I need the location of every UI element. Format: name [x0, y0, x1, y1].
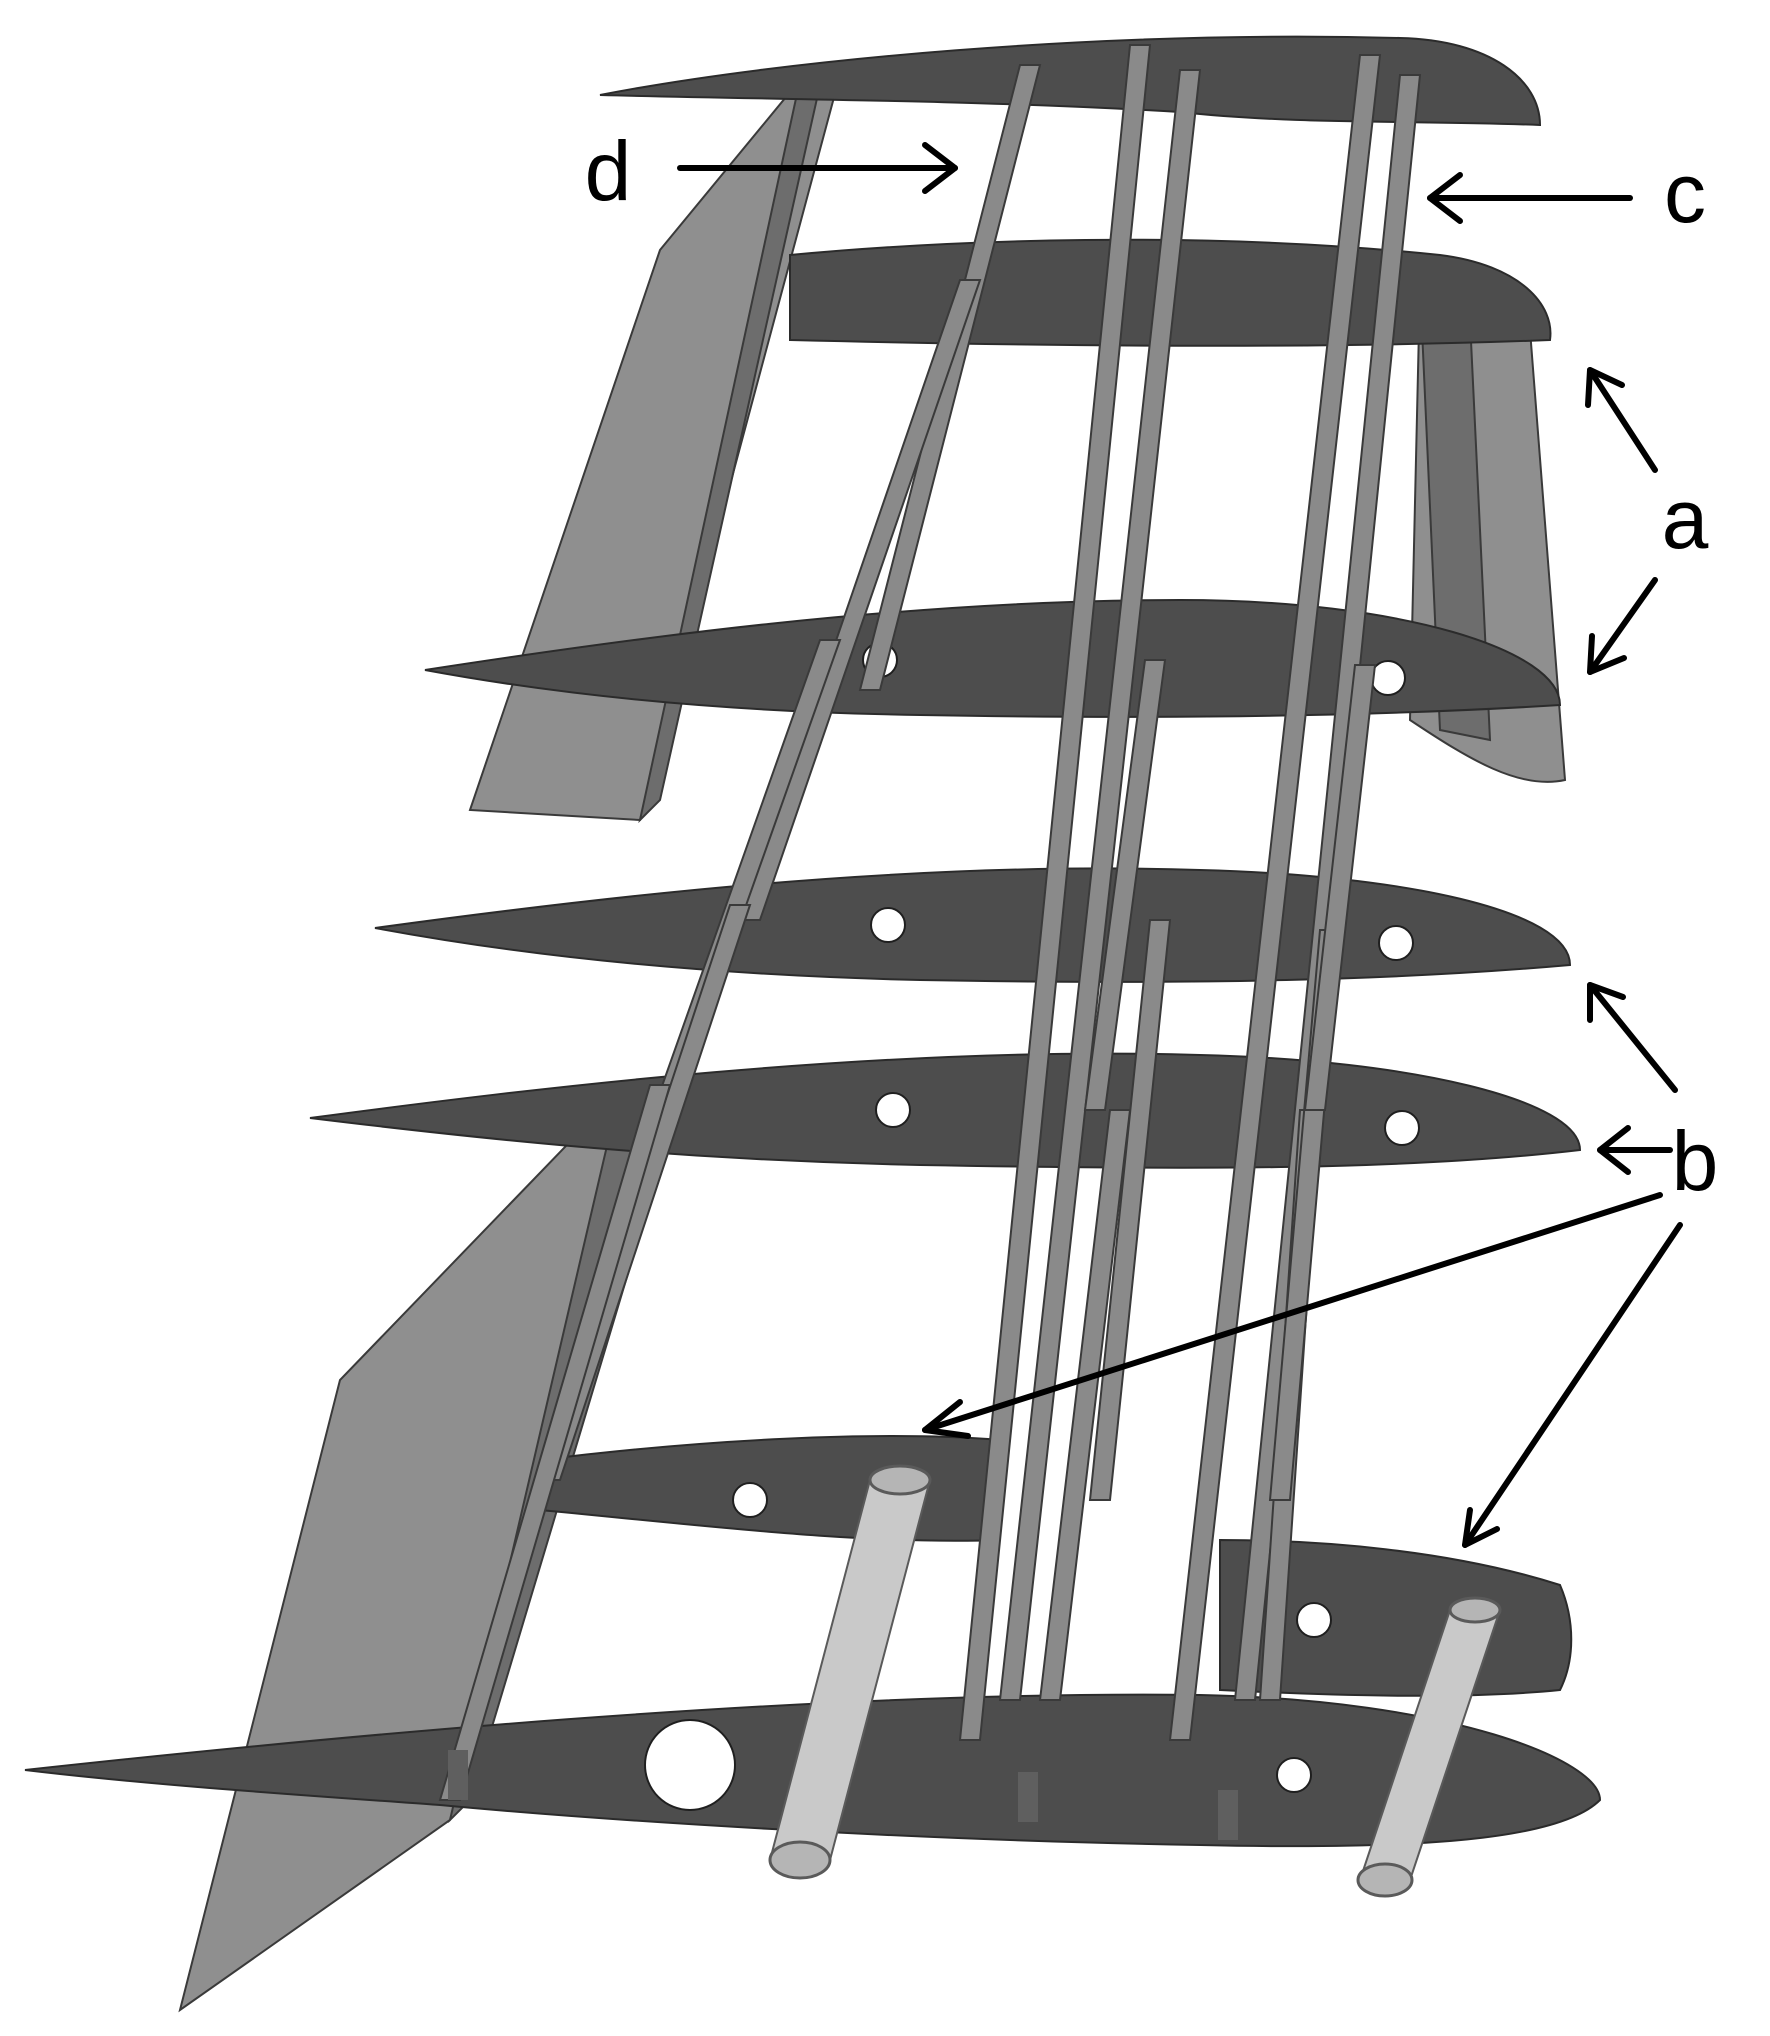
arrow-b2-head [1597, 1125, 1631, 1175]
hole-4b [1378, 925, 1414, 961]
rib-1-top [599, 35, 1542, 127]
callout-label-b: b [1672, 1114, 1719, 1208]
stringer-1 [958, 44, 1152, 1741]
arrow-a-upper-head [1585, 367, 1625, 408]
arrow-b3-line [922, 1192, 1663, 1433]
arrow-b1-line [1587, 982, 1678, 1093]
stringer-14 [1083, 659, 1167, 1111]
arrow-c-head [1427, 172, 1463, 224]
rod-right [1356, 1596, 1502, 1898]
root-notches [448, 1750, 1238, 1840]
callout-labels: d c a b [585, 124, 1719, 1208]
stringer-15 [1303, 664, 1377, 1111]
stringer-12 [1088, 919, 1172, 1501]
arrow-b4-line [1462, 1222, 1683, 1548]
stringer-6 [738, 279, 982, 921]
hole-7a [1296, 1602, 1332, 1638]
arrow-d-head [922, 142, 958, 194]
rib-5 [309, 1052, 1582, 1169]
hole-5b [1384, 1110, 1420, 1146]
hole-3b [1370, 660, 1406, 696]
arrow-b4-head [1462, 1507, 1500, 1548]
rib-6 [539, 1435, 1001, 1542]
hole-8a [644, 1719, 736, 1811]
arrow-a-lower-line [1587, 577, 1658, 675]
stringer-3 [1168, 54, 1382, 1741]
arrow-b3-head [922, 1399, 971, 1439]
arrow-a-upper-line [1587, 367, 1658, 473]
hole-6a [732, 1482, 768, 1518]
callout-arrows [677, 142, 1683, 1548]
callout-label-a: a [1662, 472, 1709, 566]
stringers [438, 44, 1422, 1801]
rib-4 [374, 867, 1572, 983]
lightening-holes [644, 642, 1420, 1811]
arrow-a-lower-head [1587, 633, 1627, 675]
callout-label-c: c [1664, 146, 1706, 240]
arrow-b1-head [1587, 982, 1626, 1023]
stringer-4 [1233, 74, 1422, 1701]
lower-leading-edge-panel [178, 1078, 682, 2013]
hole-4a [870, 907, 906, 943]
callout-label-d: d [585, 124, 632, 218]
stringer-10 [1038, 1109, 1132, 1701]
stringer-5 [858, 64, 1042, 691]
rod-left [768, 1464, 932, 1880]
hole-5a [875, 1092, 911, 1128]
hole-8b [1276, 1757, 1312, 1793]
stringer-2 [998, 69, 1202, 1701]
